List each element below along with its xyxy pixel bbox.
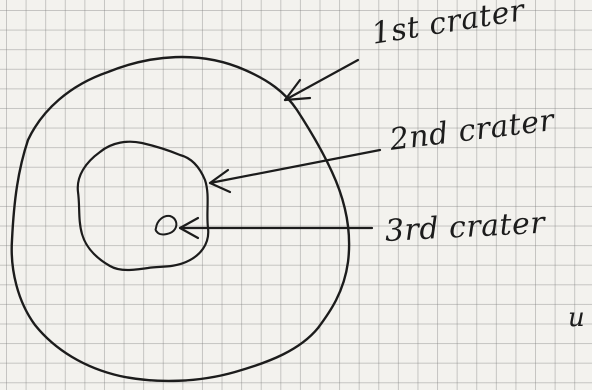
second-crater-outline bbox=[78, 142, 209, 270]
first-crater-outline bbox=[12, 57, 349, 381]
third-crater-outline bbox=[156, 216, 177, 235]
margin-mark: u bbox=[568, 305, 585, 331]
arrow-to-first-crater bbox=[285, 60, 358, 100]
third-crater-label: 3rd crater bbox=[384, 209, 546, 247]
arrow-to-second-crater bbox=[210, 150, 380, 183]
